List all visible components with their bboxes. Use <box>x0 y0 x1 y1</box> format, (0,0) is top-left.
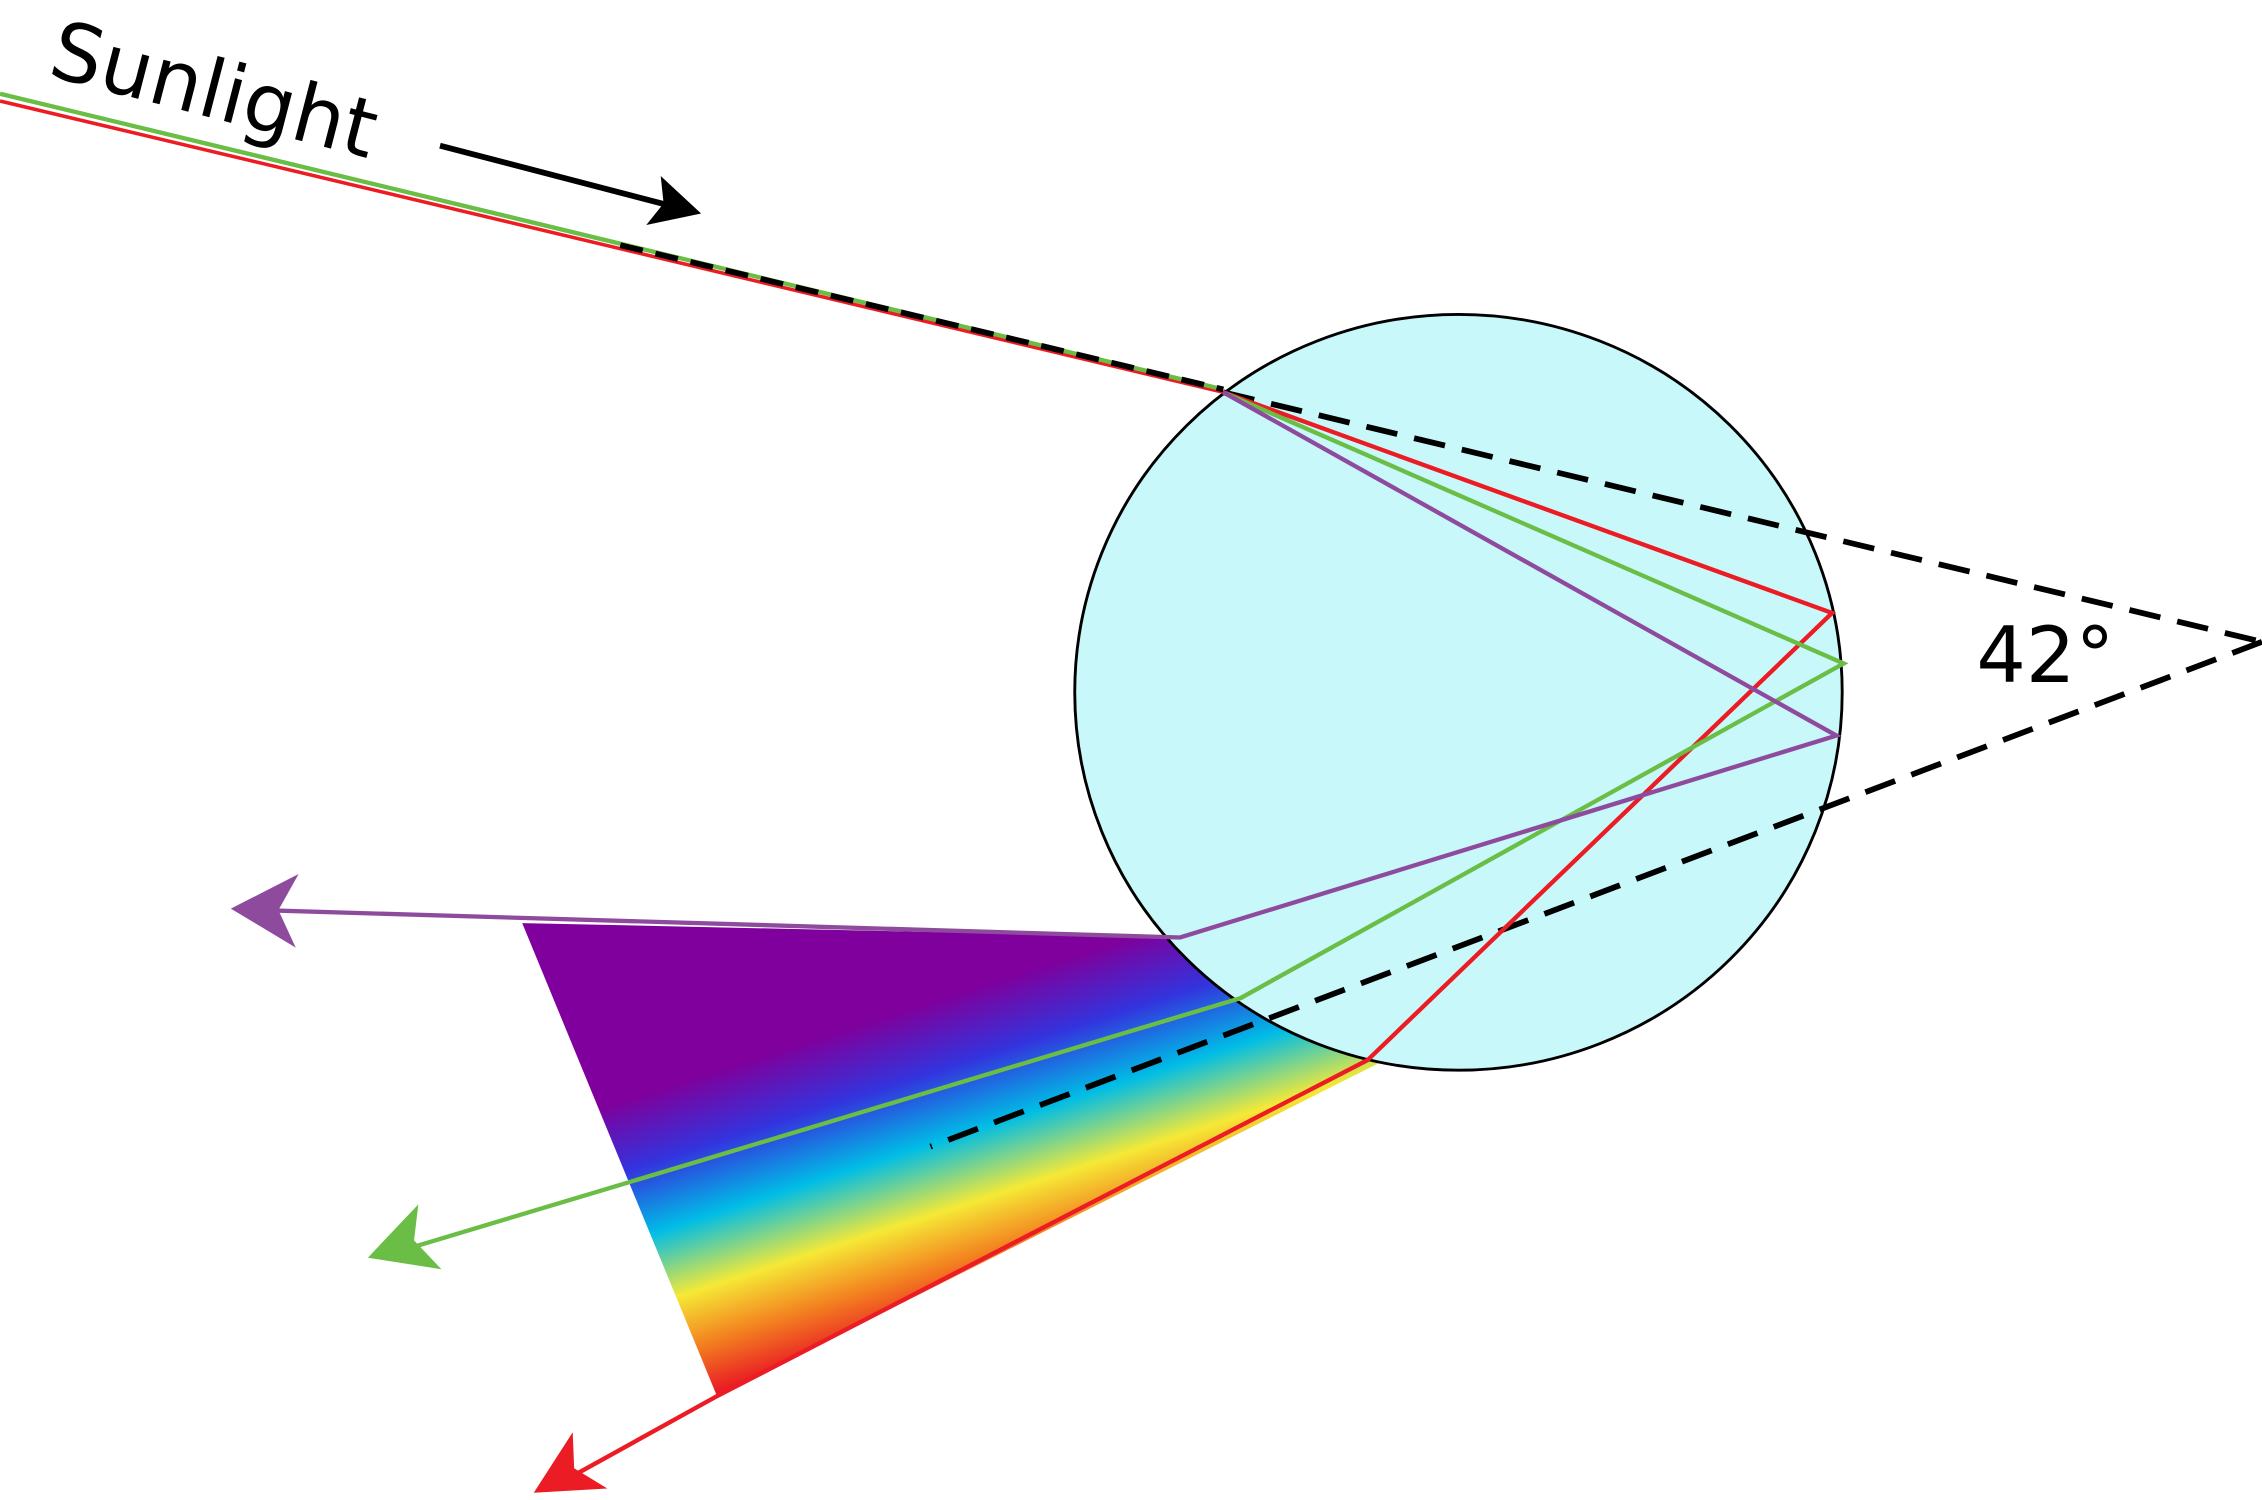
incoming-dashed-line <box>619 242 1224 393</box>
red-arrowhead-icon <box>533 1432 608 1493</box>
dashed-extension-line <box>1222 389 2262 645</box>
sunlight-arrow-shaft <box>439 142 679 211</box>
green-ray-path <box>396 390 1849 1254</box>
violet-arrowhead-icon <box>230 874 299 948</box>
dashed-exit-line <box>929 639 2262 1150</box>
red-ray-path <box>554 390 1837 1488</box>
violet-ray-path <box>259 390 1842 940</box>
angle-label: 42° <box>1976 611 2114 701</box>
green-arrowhead-icon <box>367 1204 442 1270</box>
spectrum-fan <box>522 923 1385 1397</box>
incoming-red-ray <box>0 99 1224 395</box>
water-droplet <box>1073 312 1844 1072</box>
sunlight-arrowhead-icon <box>646 175 702 225</box>
incoming-green-ray <box>0 91 1224 392</box>
